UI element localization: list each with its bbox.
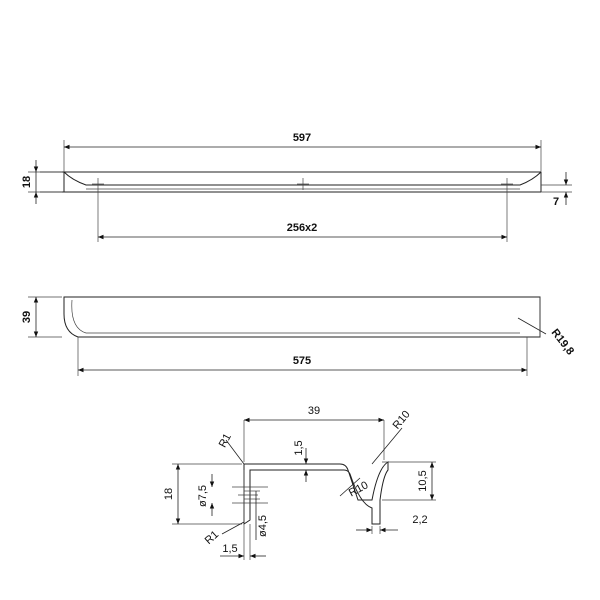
dim-profile-height: 18 [163,488,175,500]
hole-mark-center [297,178,309,190]
hole-mark-right [501,178,513,190]
middle-view: 39 R19,8 575 [21,296,577,376]
middle-part-outline [63,296,541,338]
dim-profile-right-offset: 2,2 [412,514,427,526]
dim-profile-radius-top: R1 [217,432,234,450]
dim-middle-length: 575 [293,355,311,367]
dim-middle-radius: R19,8 [549,327,577,358]
profile-hole [232,486,268,504]
dim-top-length: 597 [293,132,311,144]
dim-top-height: 18 [21,176,33,188]
dim-profile-lip: 1,5 [293,440,305,455]
dim-hole-spacing: 256x2 [287,222,318,234]
dim-profile-radius-bottom: R1 [203,529,221,547]
dim-middle-height: 39 [21,311,33,323]
dim-profile-width: 39 [308,405,320,417]
dim-profile-hole-small: ø4,5 [257,515,269,537]
dim-profile-base: 1,5 [222,543,237,555]
dim-top-offset: 7 [553,196,559,208]
top-view: 597 18 7 256x2 [21,132,572,242]
dim-profile-radius-outer: R10 [391,408,413,431]
dim-profile-right-height: 10,5 [417,470,429,491]
hole-mark-left [92,178,104,190]
profile-outline [243,461,389,525]
dim-profile-hole-large: ø7,5 [197,485,209,507]
profile-view: 39 R10 R1 1,5 18 ø7,5 R10 10,5 ø4,5 [163,405,436,560]
dim-profile-inner-radius: R10 [347,479,370,499]
